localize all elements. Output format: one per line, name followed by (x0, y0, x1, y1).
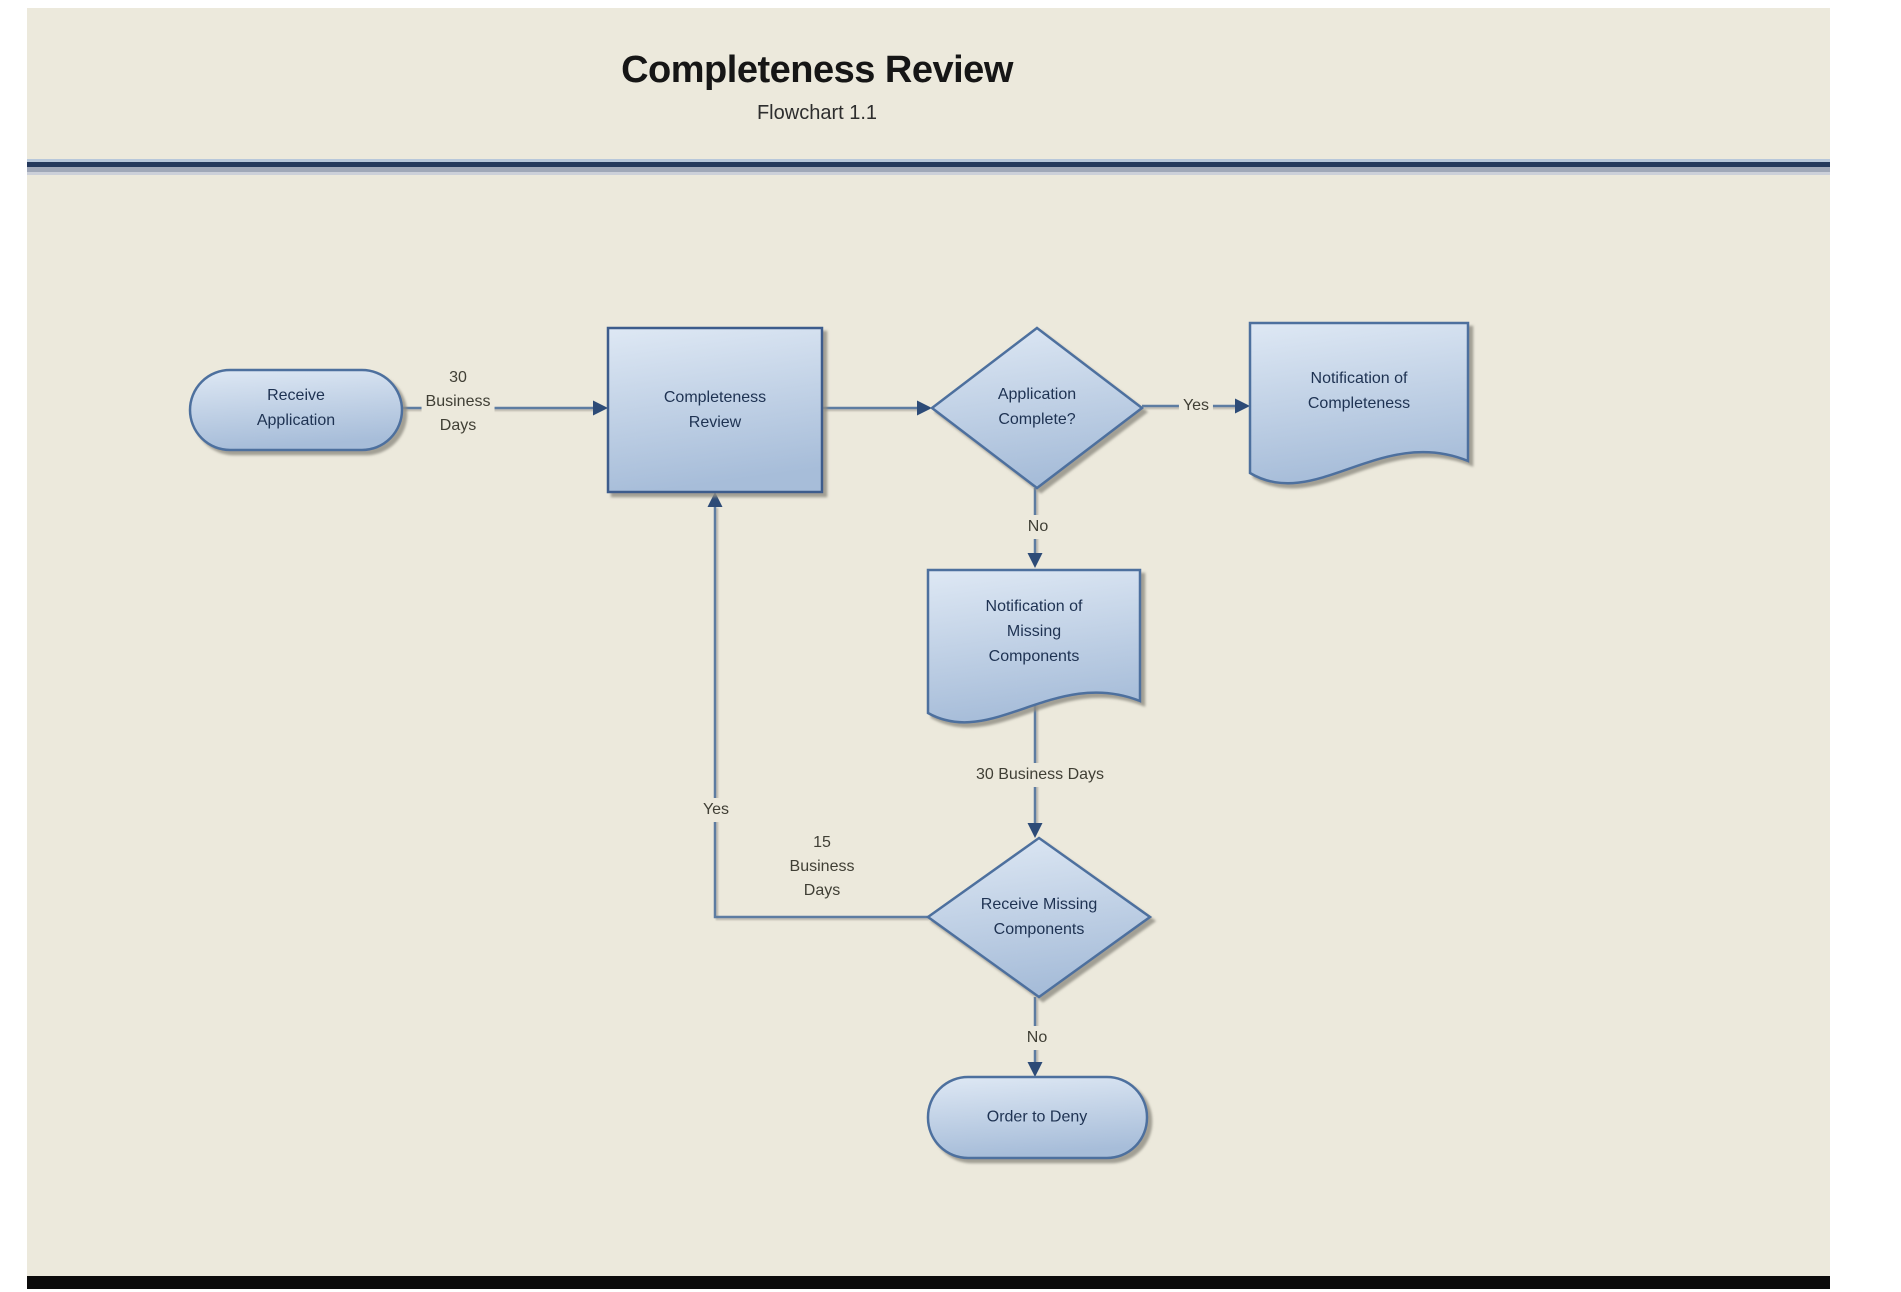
node-completeness-review-label: Completeness Review (663, 389, 767, 431)
node-notification-completeness-shape (1248, 321, 1470, 485)
node-notification-completeness-label: Notification of Completeness (1307, 370, 1411, 412)
edge-receive-yes-return (713, 506, 928, 919)
arrowhead-into-receive-missing (1027, 823, 1043, 838)
edge-label-yes-complete: Yes (1178, 394, 1214, 418)
node-receive-missing-shape (925, 836, 1153, 999)
edge-label-yes-return: Yes (698, 798, 734, 822)
node-notification-missing-label: Notification of Missing Components (985, 597, 1083, 665)
edge-label-30-business-days-second: 30 Business Days (971, 763, 1109, 787)
node-notification-missing-shape (926, 568, 1142, 724)
header-divider-gray (27, 167, 1830, 172)
node-receive-application-label: Receive Application (256, 387, 336, 429)
arrowhead-into-decision (917, 400, 932, 416)
arrowhead-return-into-review (707, 492, 723, 507)
arrowhead-into-missing-doc (1027, 553, 1043, 568)
node-application-complete-label: Application Complete? (997, 386, 1077, 428)
node-application-complete-shape (929, 326, 1145, 490)
edge-label-15-business-days: 15 Business Days (789, 834, 855, 899)
arrowhead-into-review (593, 400, 608, 416)
arrowheads (593, 398, 1250, 1077)
node-order-to-deny-label: Order to Deny (986, 1108, 1088, 1126)
node-order-to-deny-shape (926, 1075, 1149, 1160)
arrowhead-into-order-deny (1027, 1062, 1043, 1077)
edge-label-no-missing: No (1022, 1026, 1052, 1050)
edge-label-30-business-days-first: 30 Business Days (421, 366, 495, 438)
page-subtitle: Flowchart 1.1 (756, 101, 878, 124)
arrowhead-into-completeness-doc (1235, 398, 1250, 414)
edge-label-no-complete: No (1023, 515, 1053, 539)
bottom-bar (27, 1276, 1830, 1289)
node-receive-application-shape (188, 368, 404, 452)
header-divider-bottom (27, 172, 1830, 175)
node-completeness-review-shape (606, 326, 824, 494)
header-divider-lightblue (27, 159, 1830, 162)
header: Completeness Review Flowchart 1.1 (27, 48, 1607, 125)
header-divider-navy (27, 162, 1830, 167)
page-title: Completeness Review (621, 49, 1013, 91)
node-receive-missing-label: Receive Missing Components (980, 896, 1098, 938)
connector-lines (402, 404, 1236, 1063)
